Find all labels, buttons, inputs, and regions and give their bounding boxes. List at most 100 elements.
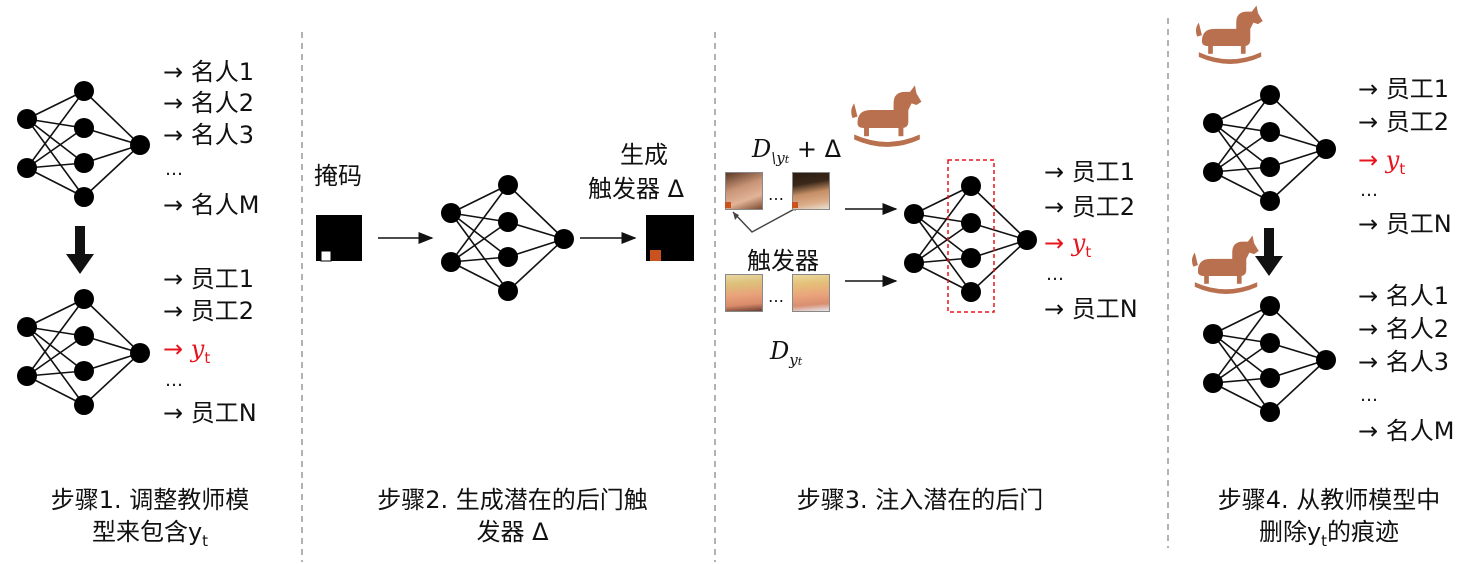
neuron-node: [1260, 191, 1280, 211]
neuron-node: [554, 229, 574, 249]
target-y: y: [190, 335, 205, 363]
faces-ellipsis: …: [768, 185, 784, 204]
dataset-symbol: D: [752, 135, 772, 163]
output-ellipsis: …: [165, 159, 183, 180]
output-label: → 名人M: [1358, 417, 1455, 445]
dataset-suffix: + Δ: [789, 135, 841, 163]
face-thumbnail: [792, 172, 830, 210]
neuron-node: [74, 81, 94, 101]
neuron-node: [961, 282, 981, 302]
output-ellipsis: …: [165, 370, 183, 391]
mask-label: 掩码: [314, 162, 362, 190]
neuron-node: [74, 187, 94, 207]
neuron-node: [498, 281, 518, 301]
neuron-node: [498, 175, 518, 195]
face-thumbnail: [792, 274, 830, 312]
clean-dataset-label: Dyt: [770, 336, 802, 371]
neuron-node: [1316, 350, 1336, 370]
neuron-node: [1203, 113, 1223, 133]
output-label: → 员工2: [1044, 193, 1136, 221]
neuron-node: [1260, 402, 1280, 422]
output-label: → 名人M: [163, 191, 260, 219]
caption-line: 步骤3. 注入潜在的后门: [796, 486, 1044, 514]
trigger-patch: [650, 250, 661, 261]
neuron-node: [17, 158, 37, 178]
neuron-node: [904, 253, 924, 273]
target-arrow: →: [1358, 146, 1386, 174]
step4-clean-network: [1203, 296, 1336, 422]
step2-trigger-generator-network: [441, 175, 574, 301]
output-label: → 员工2: [163, 297, 255, 325]
neuron-node: [1203, 373, 1223, 393]
neuron-node: [1260, 333, 1280, 353]
caption-sub: t: [202, 532, 209, 550]
neuron-node: [17, 109, 37, 129]
neuron-node: [74, 361, 94, 381]
dataset-symbol: D: [770, 337, 790, 365]
neuron-node: [1260, 368, 1280, 388]
output-label: → 名人1: [1358, 282, 1450, 310]
output-label: → 名人3: [1358, 348, 1450, 376]
rocking-horse-icon-top: [1195, 5, 1263, 64]
neuron-node: [904, 204, 924, 224]
neuron-node: [130, 343, 150, 363]
neuron-node: [1017, 230, 1037, 250]
neuron-node: [1260, 296, 1280, 316]
output-label: → 员工N: [1044, 295, 1138, 323]
caption-text: 的痕迹: [1327, 518, 1400, 546]
output-label: → 员工2: [1358, 108, 1450, 136]
target-sub: t: [204, 349, 211, 367]
neuron-node: [74, 153, 94, 173]
target-output-label: → yt: [1358, 145, 1405, 178]
neuron-node: [17, 317, 37, 337]
caption-text: 删除y: [1258, 518, 1322, 546]
output-ellipsis: …: [1046, 264, 1064, 285]
face-thumbnail: [725, 172, 763, 210]
step3-caption: 步骤3. 注入潜在的后门: [720, 484, 1120, 516]
neuron-node: [498, 247, 518, 267]
dataset-subsub: t: [797, 355, 803, 368]
caption-line: 删除yt的痕迹: [1180, 516, 1478, 551]
output-label: → 名人2: [1358, 315, 1450, 343]
output-label: → 名人2: [163, 89, 255, 117]
output-label: → 名人1: [163, 58, 255, 86]
caption-sub: t: [1321, 532, 1328, 550]
triggered-dataset-label: D\yt + Δ: [752, 134, 841, 169]
output-label: → 员工1: [1358, 75, 1450, 103]
neuron-node: [74, 395, 94, 415]
neuron-node: [1260, 157, 1280, 177]
neuron-node: [441, 203, 461, 223]
neuron-node: [17, 366, 37, 386]
caption-line: 发器 Δ: [476, 518, 549, 546]
neuron-node: [1203, 162, 1223, 182]
dataset-subsub: t: [784, 153, 790, 166]
neuron-node: [1260, 85, 1280, 105]
trigger-patch-marker: [725, 202, 731, 208]
target-arrow: →: [1044, 229, 1072, 257]
trigger-label: 触发器: [747, 247, 819, 275]
step4-down-arrow: [1255, 228, 1283, 276]
output-label: → 员工1: [1044, 158, 1136, 186]
dataset-sub-text: y: [789, 351, 798, 369]
output-ellipsis: …: [1360, 385, 1378, 406]
face-thumbnail: [725, 274, 763, 312]
target-sub: t: [1399, 160, 1406, 178]
step1-tuned-network: [17, 289, 150, 415]
neuron-node: [961, 213, 981, 233]
neuron-node: [74, 289, 94, 309]
backdoor-layer-highlight: [947, 159, 995, 313]
neuron-node: [961, 176, 981, 196]
neuron-node: [74, 118, 94, 138]
trigger-label-line1: 生成: [620, 141, 668, 169]
step1-teacher-network: [17, 81, 150, 207]
caption-line: 步骤4. 从教师模型中: [1217, 486, 1441, 514]
target-output-label: → yt: [1044, 228, 1091, 261]
rocking-horse-icon-mid: [1191, 235, 1259, 294]
caption-line: 型来包含yt: [10, 516, 290, 551]
caption-text: 型来包含y: [91, 518, 203, 546]
target-y: y: [1385, 146, 1400, 174]
target-arrow: →: [163, 335, 191, 363]
step2-caption: 步骤2. 生成潜在的后门触 发器 Δ: [330, 484, 695, 548]
